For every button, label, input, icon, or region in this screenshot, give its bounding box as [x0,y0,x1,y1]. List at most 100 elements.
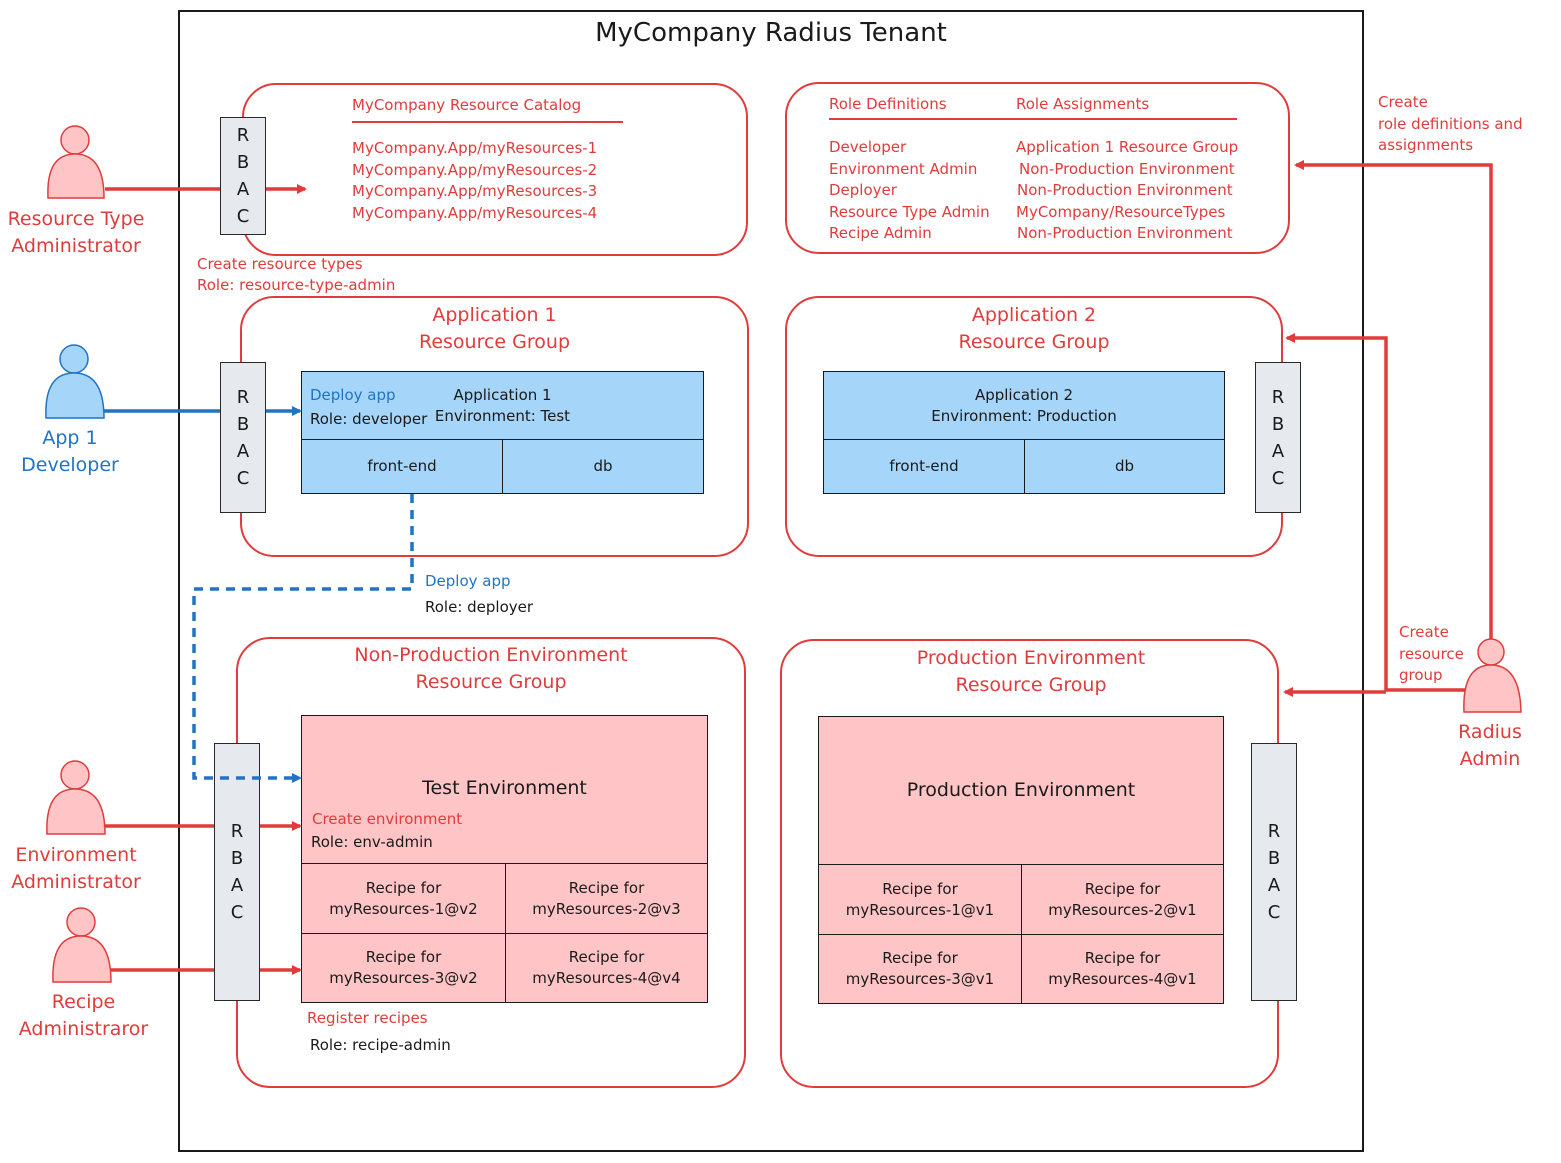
rbac-letter: B [236,413,250,435]
app1-rg-title-line: Application 1 [432,304,557,326]
prod-rg-title: Production Environment Resource Group [780,645,1282,699]
rbac-letter: B [230,848,244,869]
person-icon [52,907,112,983]
create-resource-group-label: Create resource group [1399,622,1464,687]
catalog-item: MyCompany.App/myResources-4 [352,204,598,222]
deployer-role-label: Role: deployer [425,598,534,616]
rbac-letter: A [236,440,250,462]
deploy-app-dashed-connector [192,494,414,783]
rbac-block-app2: R B A C [1255,362,1301,513]
rbac-letter: B [1267,848,1281,869]
recipe-line: Recipe for [882,949,958,967]
recipe-cell: Recipe for myResources-4@v4 [505,933,708,1003]
deploy-app-label: Deploy app [425,572,511,590]
roles-box [785,82,1290,254]
resource-catalog-box [242,83,748,256]
annotation-line: group [1399,666,1443,684]
role-assignment: Application 1 Resource Group [1016,138,1239,156]
actor-label-radius-admin: Radius Admin [1440,719,1540,773]
app2-db-component: db [1024,439,1225,494]
annotation-line: role definitions and [1378,114,1523,133]
register-recipes-label: Register recipes [307,1009,428,1027]
app1-rg-title: Application 1 Resource Group [240,302,749,356]
recipe-cell: Recipe for myResources-2@v1 [1021,864,1224,935]
rbac-letter: C [236,206,250,227]
actor-label-line: Radius [1458,721,1522,743]
annotation-line: Create [1399,623,1449,641]
catalog-item: MyCompany.App/myResources-3 [352,182,598,200]
rbac-letter: R [236,125,250,146]
role-definition: Resource Type Admin [829,203,990,221]
recipe-cell: Recipe for myResources-1@v1 [818,864,1022,935]
app1-rg-title-line: Resource Group [418,331,571,353]
recipe-line: myResources-3@v1 [845,970,995,988]
role-definition: Deployer [829,181,897,199]
catalog-item: MyCompany.App/myResources-2 [352,161,598,179]
recipe-line: Recipe for [882,879,958,898]
recipe-cell: Recipe for myResources-4@v1 [1021,934,1224,1004]
rbac-letter: A [236,179,250,200]
catalog-item: MyCompany.App/myResources-1 [352,139,598,157]
app1-developer-role-label: Role: developer [310,410,428,428]
recipe-admin-role-label: Role: recipe-admin [310,1036,451,1054]
rbac-block-app1: R B A C [220,362,266,513]
actor-label-line: Administraror [18,1018,149,1040]
prod-rg-title-line: Resource Group [955,674,1107,696]
nonprod-rg-title: Non-Production Environment Resource Grou… [236,642,746,696]
prod-rg-title-line: Production Environment [916,647,1146,669]
test-environment-name: Test Environment [422,777,587,799]
role-assignment: MyCompany/ResourceTypes [1016,203,1226,221]
rbac-letter: A [1271,440,1285,462]
actor-label-app1-developer: App 1 Developer [0,425,140,479]
app2-app-name: Application 2 [974,385,1074,404]
nonprod-rg-title-line: Resource Group [415,671,567,693]
rbac-letter: C [1267,902,1281,923]
arrow-to-roles [1294,160,1493,640]
arrow-to-app2-resource-group [1285,333,1466,692]
recipe-line: myResources-2@v1 [1048,900,1197,919]
recipe-line: myResources-1@v1 [845,900,995,919]
actor-label-recipe-admin: Recipe Administraror [5,989,162,1043]
role-assignment: Non-Production Environment [1017,224,1233,242]
recipe-line: Recipe for [1084,879,1161,898]
rbac-letter: B [236,152,250,173]
actor-label-line: Administrator [11,871,141,893]
rbac-letter: R [1271,386,1285,408]
recipe-line: myResources-3@v2 [329,969,478,987]
app1-app-environment: Environment: Test [434,407,571,425]
nonprod-rg-title-line: Non-Production Environment [354,644,628,666]
actor-label-line: Administrator [11,235,141,257]
app2-app-environment: Environment: Production [931,406,1117,425]
actor-label-line: Recipe [51,991,116,1013]
rbac-block-catalog: R B A C [220,117,266,235]
rbac-letter: R [230,821,244,842]
annotation-line: Create [1378,93,1428,111]
tenant-boundary [178,10,1364,1152]
app2-rg-title-line: Application 2 [971,304,1097,326]
recipe-line: myResources-1@v2 [329,899,478,918]
app1-app-name: Application 1 [453,386,552,404]
role-definitions-heading: Role Definitions [829,95,947,113]
actor-label-line: Admin [1459,748,1521,770]
rbac-letter: C [230,902,244,923]
person-icon [46,760,106,835]
rbac-letter: C [1271,467,1285,489]
recipe-line: myResources-4@v4 [532,969,681,987]
rbac-letter: A [230,875,244,896]
rbac-block-nonprod: R B A C [214,743,260,1001]
annotation-line: resource [1399,644,1464,663]
catalog-heading: MyCompany Resource Catalog [352,96,582,114]
role-assignments-heading: Role Assignments [1016,95,1150,113]
app1-db-component: db [502,439,704,494]
recipe-line: Recipe for [365,948,442,966]
roles-heading-underline [829,118,1237,120]
rbac-letter: R [1267,821,1281,842]
actor-label-line: Resource Type [7,208,145,230]
create-environment-label: Create environment [312,810,463,828]
rbac-letter: A [1267,875,1281,896]
app1-frontend-component: front-end [301,439,503,494]
rbac-block-prod: R B A C [1251,743,1297,1001]
role-definition: Environment Admin [829,160,978,178]
create-role-definitions-label: Create role definitions and assignments [1378,92,1548,157]
